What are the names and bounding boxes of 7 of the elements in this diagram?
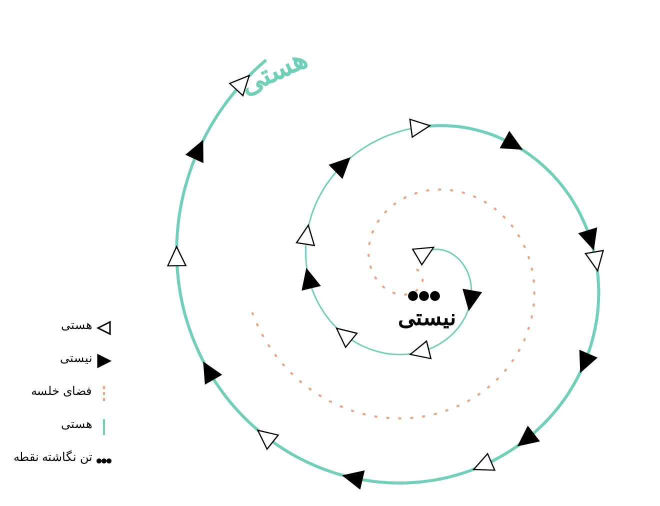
legend-text: نیستی	[60, 351, 92, 365]
legend-text: فضای خلسه	[31, 384, 92, 398]
center-label: نیستی	[398, 305, 456, 331]
spiral-label: هستی	[234, 42, 313, 102]
legend-text: تن نگاشته نقطه	[13, 450, 92, 464]
legend-text: هستی	[61, 417, 92, 431]
legend-text: هستی	[61, 318, 92, 332]
